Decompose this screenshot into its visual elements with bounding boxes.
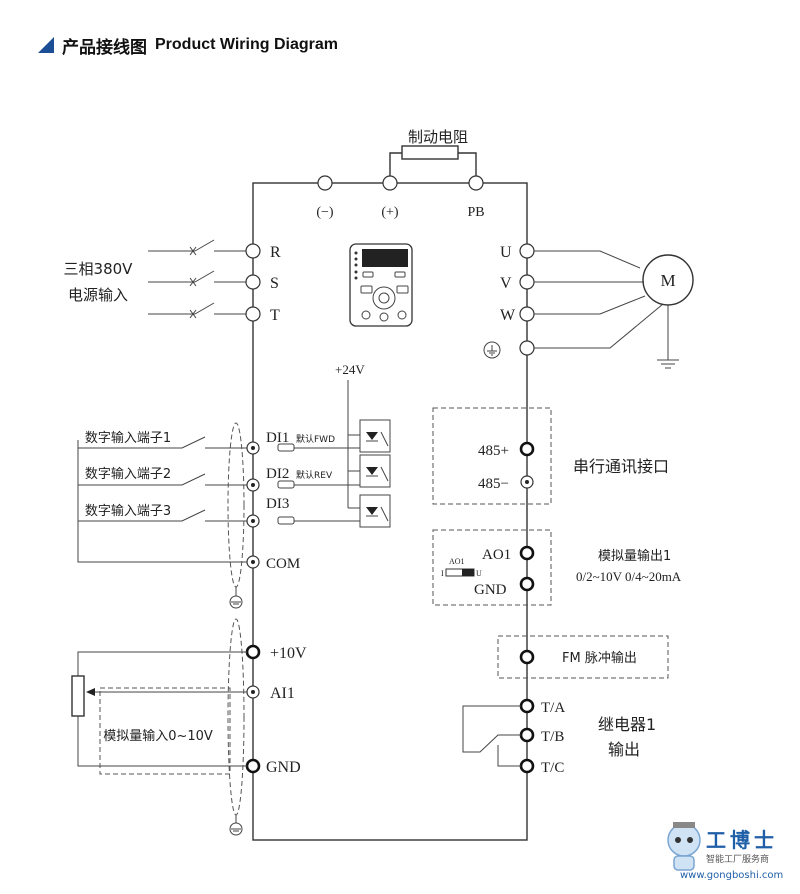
keypad-display: 50.00	[368, 252, 402, 268]
motor-label: M	[660, 271, 675, 290]
page-header: 产品接线图 Product Wiring Diagram	[38, 32, 338, 58]
watermark-brand: 工博士	[706, 828, 778, 852]
u-label: U	[500, 244, 512, 261]
rs485-minus-label: 485−	[478, 476, 509, 492]
w-label: W	[500, 307, 516, 324]
serial-label: 串行通讯接口	[573, 457, 669, 476]
relay-contact	[462, 705, 521, 753]
ao1-box	[432, 529, 552, 606]
terminal-ao-gnd	[519, 576, 535, 592]
t-label: T	[270, 307, 280, 324]
ao1-switch-u: U	[476, 569, 482, 578]
watermark-url: www.gongboshi.com	[680, 870, 784, 881]
optocoupler-di1	[359, 419, 391, 453]
terminal-pb	[468, 175, 484, 191]
terminal-gnd	[245, 758, 261, 774]
di1-note: 默认FWD	[296, 433, 335, 445]
title-cn: 产品接线图	[62, 37, 147, 58]
fm-box	[497, 635, 669, 679]
potentiometer	[71, 675, 85, 717]
fm-label: FM 脉冲输出	[562, 650, 637, 666]
tc-label: T/C	[541, 760, 564, 776]
di2-note: 默认REV	[296, 469, 333, 481]
gnd-label: GND	[266, 759, 301, 776]
ground-symbol-di	[229, 595, 243, 609]
terminal-pe	[519, 340, 535, 356]
bus-minus-label: (−)	[316, 205, 334, 220]
analog-input-box	[99, 687, 231, 775]
terminal-fm	[519, 649, 535, 665]
terminal-v	[519, 274, 535, 290]
terminal-s	[245, 274, 261, 290]
title-en: Product Wiring Diagram	[155, 36, 338, 53]
robot-mascot-icon	[667, 822, 701, 871]
relay-label: 继电器1	[598, 715, 656, 734]
optocoupler-di3	[359, 494, 391, 528]
plus10v-label: +10V	[270, 645, 307, 662]
s-label: S	[270, 275, 279, 292]
plus24v-label: +24V	[335, 362, 365, 377]
terminal-tc	[519, 758, 535, 774]
brake-resistor-label: 制动电阻	[408, 128, 468, 146]
terminal-bus-plus	[382, 175, 398, 191]
ao-gnd-label: GND	[474, 582, 507, 598]
analog-input-label: 模拟量输入0~10V	[103, 728, 213, 744]
tb-label: T/B	[541, 729, 564, 745]
di3-label: 数字输入端子3	[85, 503, 171, 519]
watermark-tagline: 智能工厂服务商	[706, 855, 770, 865]
di1-terminal-label: DI1	[266, 430, 289, 446]
terminal-u	[519, 243, 535, 259]
header-triangle-icon	[38, 37, 54, 53]
watermark: 工博士 智能工厂服务商 www.gongboshi.com	[658, 816, 788, 888]
terminal-ao1	[519, 545, 535, 561]
rs485-box	[432, 407, 552, 505]
analog-output-label: 模拟量输出1	[598, 548, 671, 564]
com-label: COM	[266, 556, 300, 572]
pb-label: PB	[467, 205, 484, 220]
ground-symbol-motor	[657, 305, 679, 369]
ta-label: T/A	[541, 700, 565, 716]
analog-output-range: 0/2~10V 0/4~20mA	[576, 569, 682, 584]
power-switch-s	[148, 270, 253, 287]
ao1-label: AO1	[482, 547, 511, 563]
terminal-r	[245, 243, 261, 259]
brake-resistor	[401, 145, 459, 160]
relay-output-label: 输出	[608, 740, 640, 759]
terminal-ta	[519, 698, 535, 714]
power-input-label-1: 三相380V	[64, 260, 134, 278]
ai1-label: AI1	[270, 685, 295, 702]
terminal-t	[245, 306, 261, 322]
optocoupler-di2	[359, 454, 391, 488]
di2-label: 数字输入端子2	[85, 466, 171, 482]
ao1-switch-i: I	[441, 569, 444, 578]
r-label: R	[270, 244, 281, 261]
ao1-switch-label: AO1	[449, 557, 465, 566]
terminal-w	[519, 306, 535, 322]
power-input-label-2: 电源输入	[68, 286, 128, 304]
ground-symbol-ai	[229, 822, 243, 836]
rs485-plus-label: 485+	[478, 443, 509, 459]
bus-plus-label: (+)	[381, 205, 399, 220]
terminal-bus-minus	[317, 175, 333, 191]
ground-symbol-pe	[483, 341, 501, 359]
di3-terminal-label: DI3	[266, 496, 289, 512]
di1-label: 数字输入端子1	[85, 430, 171, 446]
terminal-485-plus	[519, 441, 535, 457]
di2-terminal-label: DI2	[266, 466, 289, 482]
v-label: V	[500, 275, 512, 292]
power-switch-r	[148, 239, 253, 256]
cable-shield-ai	[227, 618, 245, 816]
power-switch-t	[148, 302, 253, 319]
terminal-tb	[519, 727, 535, 743]
keypad-panel: 50.00	[349, 243, 413, 327]
terminal-plus10v	[245, 644, 261, 660]
